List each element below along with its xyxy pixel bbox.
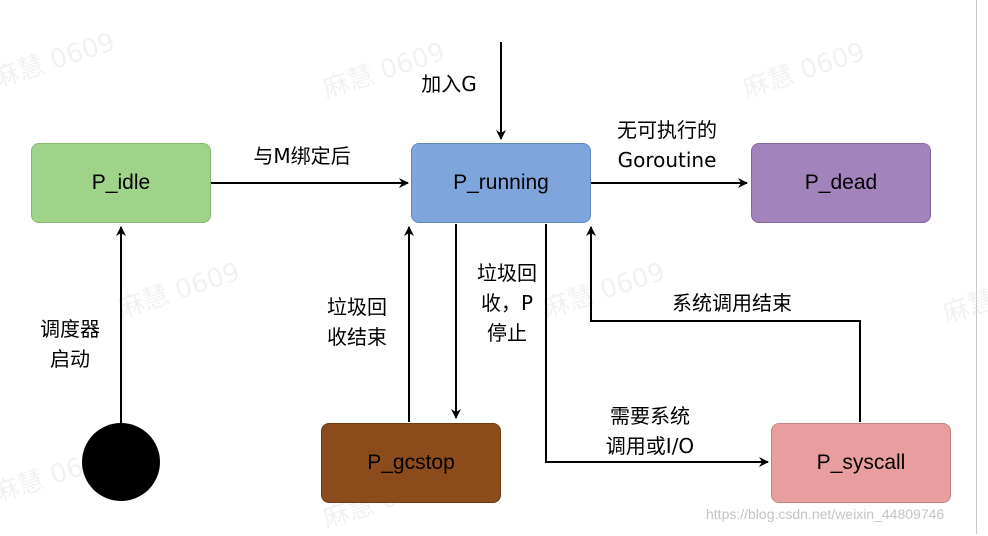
- label-gc-stop: 垃圾回收，P 停止: [467, 258, 547, 348]
- node-p-gcstop: P_gcstop: [321, 423, 501, 503]
- node-p-running: P_running: [411, 143, 591, 223]
- label-line: 调度器: [40, 317, 100, 341]
- node-p-dead: P_dead: [751, 143, 931, 223]
- node-p-syscall: P_syscall: [771, 423, 951, 503]
- node-label: P_gcstop: [367, 451, 455, 474]
- label-line: 系统调用结束: [672, 291, 792, 315]
- label-line: 与M绑定后: [253, 144, 351, 168]
- node-label: P_dead: [804, 171, 878, 194]
- initial-state-dot: [82, 423, 160, 501]
- label-line: 停止: [487, 321, 527, 345]
- edge-syscall-end: [586, 226, 861, 422]
- footer-watermark: https://blog.csdn.net/weixin_44809746: [706, 506, 945, 522]
- label-line: 加入G: [421, 72, 477, 96]
- edge-need-syscall: [545, 224, 769, 467]
- label-sched-start: 调度器启动: [30, 314, 110, 374]
- frame-border: [976, 0, 977, 534]
- label-bind-m: 与M绑定后: [232, 141, 372, 171]
- label-line: 调用或I/O: [605, 434, 695, 458]
- label-line: 收，P: [480, 291, 534, 315]
- label-syscall-end: 系统调用结束: [642, 288, 822, 318]
- node-label: P_syscall: [816, 451, 906, 474]
- label-gc-end: 垃圾回收结束: [317, 292, 397, 352]
- label-line: 无可执行的: [617, 118, 717, 142]
- label-line: 启动: [50, 347, 90, 371]
- label-line: 收结束: [327, 325, 387, 349]
- node-label: P_running: [453, 171, 549, 194]
- node-p-idle: P_idle: [31, 143, 211, 223]
- label-line: 垃圾回: [327, 295, 387, 319]
- label-no-goroutine: 无可执行的 Goroutine: [597, 115, 737, 175]
- node-label: P_idle: [91, 171, 151, 194]
- label-line: 垃圾回: [477, 261, 537, 285]
- label-add-g: 加入G: [409, 69, 489, 99]
- label-need-syscall: 需要系统调用或I/O: [585, 401, 715, 461]
- label-line: Goroutine: [617, 148, 717, 172]
- label-line: 需要系统: [610, 404, 690, 428]
